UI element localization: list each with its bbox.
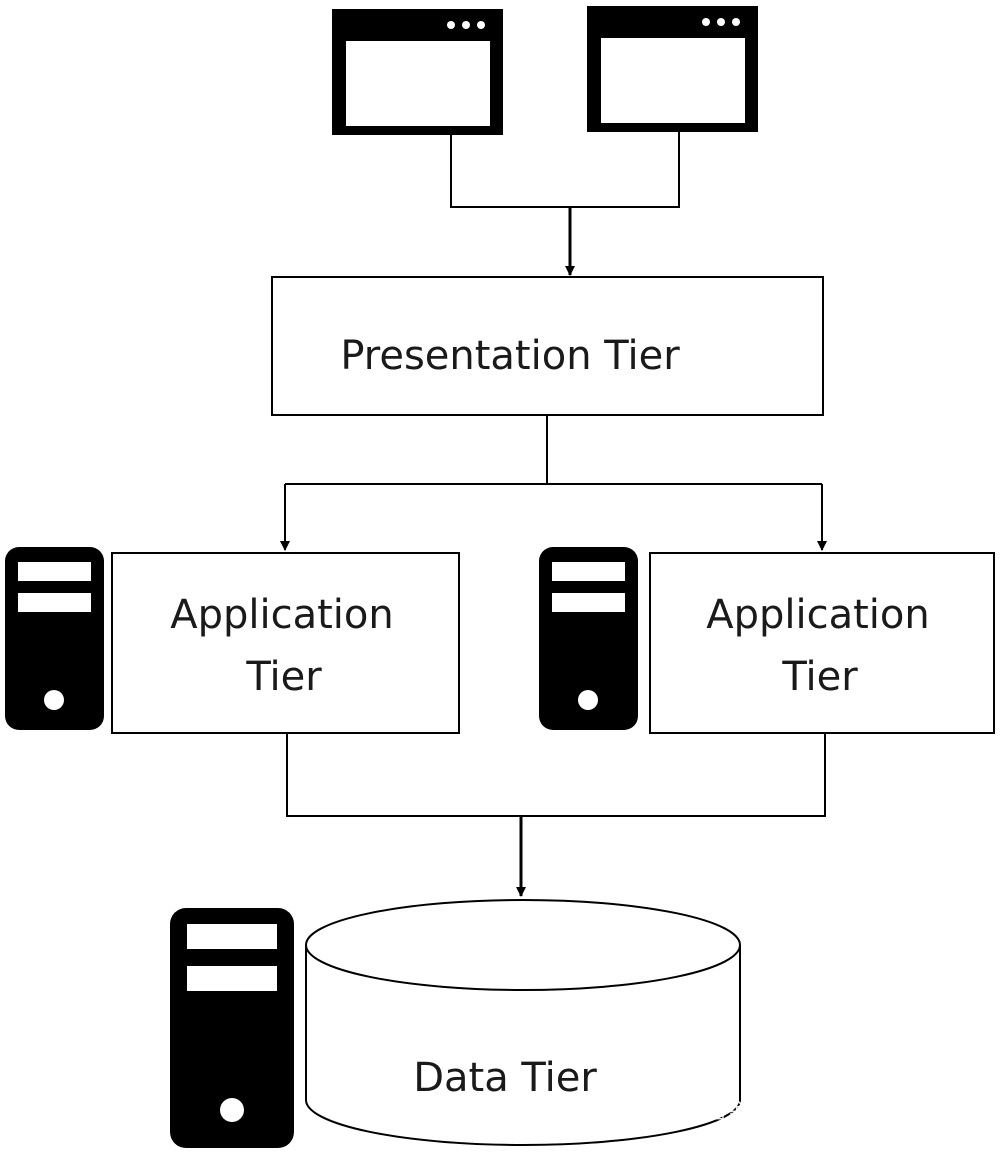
client-connector — [450, 132, 680, 276]
application-tier-right-label: Application — [706, 592, 930, 638]
presentation-tier-label: Presentation Tier — [340, 333, 680, 379]
presentation-connector — [280, 415, 827, 551]
application-tier-left-label-line2: Tier — [245, 654, 322, 700]
browser-window-icon — [332, 9, 503, 135]
data-tier-cylinder: Data Tier — [305, 899, 741, 1146]
watermark: 掘金技术社区 @ 布客飞龙 — [702, 1098, 970, 1124]
presentation-tier-box: Presentation Tier — [271, 276, 824, 416]
application-tier-left-label: Application — [170, 592, 394, 638]
application-tier-right-label-line2: Tier — [781, 654, 858, 700]
application-tier-right-box: Application Tier — [649, 552, 995, 734]
browser-window-icon — [587, 6, 758, 132]
application-tier-left-box: Application Tier — [111, 552, 460, 734]
server-tower-icon — [170, 908, 294, 1148]
server-tower-icon — [539, 547, 638, 730]
server-tower-icon — [5, 547, 104, 730]
application-connector — [286, 733, 826, 897]
data-tier-label: Data Tier — [413, 1055, 597, 1101]
